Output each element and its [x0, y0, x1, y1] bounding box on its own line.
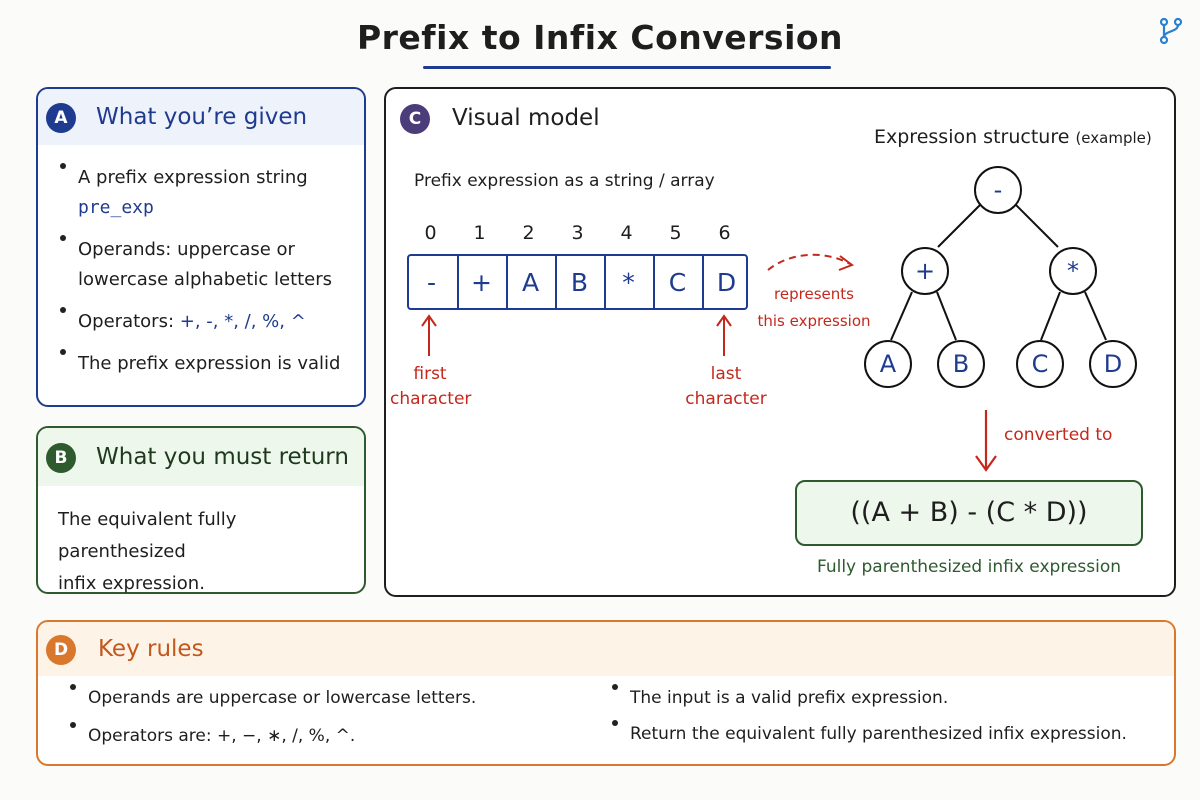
- array-index: 6: [718, 222, 731, 244]
- array-cell: D: [702, 256, 749, 308]
- first-character-label: first character: [390, 364, 472, 409]
- panel-return: B What you must return The equivalent fu…: [36, 426, 366, 594]
- list-item: Operators are: +, −, ∗, /, %, ^.: [68, 722, 588, 750]
- array-label: Prefix expression as a string / array: [414, 171, 715, 191]
- first-char-arrow: [421, 314, 437, 356]
- tree-leaf: D: [1089, 340, 1137, 388]
- array-cell: C: [653, 256, 700, 308]
- converted-arrow: [975, 410, 997, 472]
- rules-list-right: The input is a valid prefix expression. …: [610, 684, 1160, 748]
- array-index: 1: [473, 222, 486, 244]
- represents-arrow: [767, 253, 855, 271]
- panel-key-rules-title: Key rules: [98, 636, 204, 662]
- array-cell: B: [555, 256, 602, 308]
- title-underline: [423, 66, 831, 69]
- array-index: 2: [522, 222, 535, 244]
- tree-node-root: -: [974, 166, 1022, 214]
- last-char-arrow: [716, 314, 732, 356]
- list-item: The input is a valid prefix expression.: [610, 684, 1160, 712]
- badge-b: B: [46, 443, 76, 473]
- page-title: Prefix to Infix Conversion: [356, 18, 844, 57]
- tree-node-left: +: [901, 247, 949, 295]
- panel-given-title: What you’re given: [96, 104, 308, 130]
- list-item: A prefix expression string pre_exp: [58, 163, 358, 223]
- tree-leaf: B: [937, 340, 985, 388]
- tree-node-right: *: [1049, 247, 1097, 295]
- badge-a: A: [46, 103, 76, 133]
- prefix-array: [407, 254, 748, 310]
- array-index: 4: [620, 222, 633, 244]
- array-index: 0: [424, 222, 437, 244]
- array-index: 5: [669, 222, 682, 244]
- tree-title: Expression structure (example): [874, 126, 1152, 148]
- panel-visual-title: Visual model: [452, 105, 600, 131]
- panel-return-title: What you must return: [96, 444, 349, 470]
- array-cell: +: [457, 256, 504, 308]
- rules-list-left: Operands are uppercase or lowercase lett…: [68, 684, 588, 750]
- result-expression: ((A + B) - (C * D)): [850, 497, 1088, 528]
- given-list: A prefix expression string pre_exp Opera…: [58, 163, 358, 379]
- result-caption: Fully parenthesized infix expression: [816, 557, 1122, 577]
- array-cell: -: [426, 267, 437, 297]
- list-item: Return the equivalent fully parenthesize…: [610, 720, 1160, 748]
- list-item: The prefix expression is valid: [58, 349, 358, 379]
- represents-label: represents this expression: [757, 285, 871, 330]
- return-description: The equivalent fully parenthesized infix…: [58, 509, 237, 594]
- last-character-label: last character: [685, 364, 767, 409]
- panel-key-rules: D Key rules Operands are uppercase or lo…: [36, 620, 1176, 766]
- array-cell: A: [506, 256, 553, 308]
- array-cell: *: [604, 256, 651, 308]
- array-index: 3: [571, 222, 584, 244]
- badge-c: C: [400, 104, 430, 134]
- code-pre-exp: pre_exp: [78, 197, 154, 218]
- tree-title-note: (example): [1075, 129, 1152, 147]
- panel-given-header: [38, 89, 364, 145]
- list-item: Operands: uppercase or lowercase alphabe…: [58, 235, 358, 295]
- branch-icon: [1159, 17, 1183, 45]
- tree-leaf: A: [864, 340, 912, 388]
- list-item: Operators: +, -, *, /, %, ^: [58, 307, 358, 337]
- tree-edges: [890, 203, 1107, 341]
- list-item: Operands are uppercase or lowercase lett…: [68, 684, 588, 712]
- panel-return-header: [38, 428, 364, 486]
- panel-key-rules-header: [38, 622, 1174, 676]
- badge-d: D: [46, 635, 76, 665]
- result-box: [795, 480, 1143, 546]
- operators-list: +, -, *, /, %, ^: [179, 311, 306, 332]
- converted-label: converted to: [1004, 425, 1113, 445]
- tree-leaf: C: [1016, 340, 1064, 388]
- panel-given: A What you’re given A prefix expression …: [36, 87, 366, 407]
